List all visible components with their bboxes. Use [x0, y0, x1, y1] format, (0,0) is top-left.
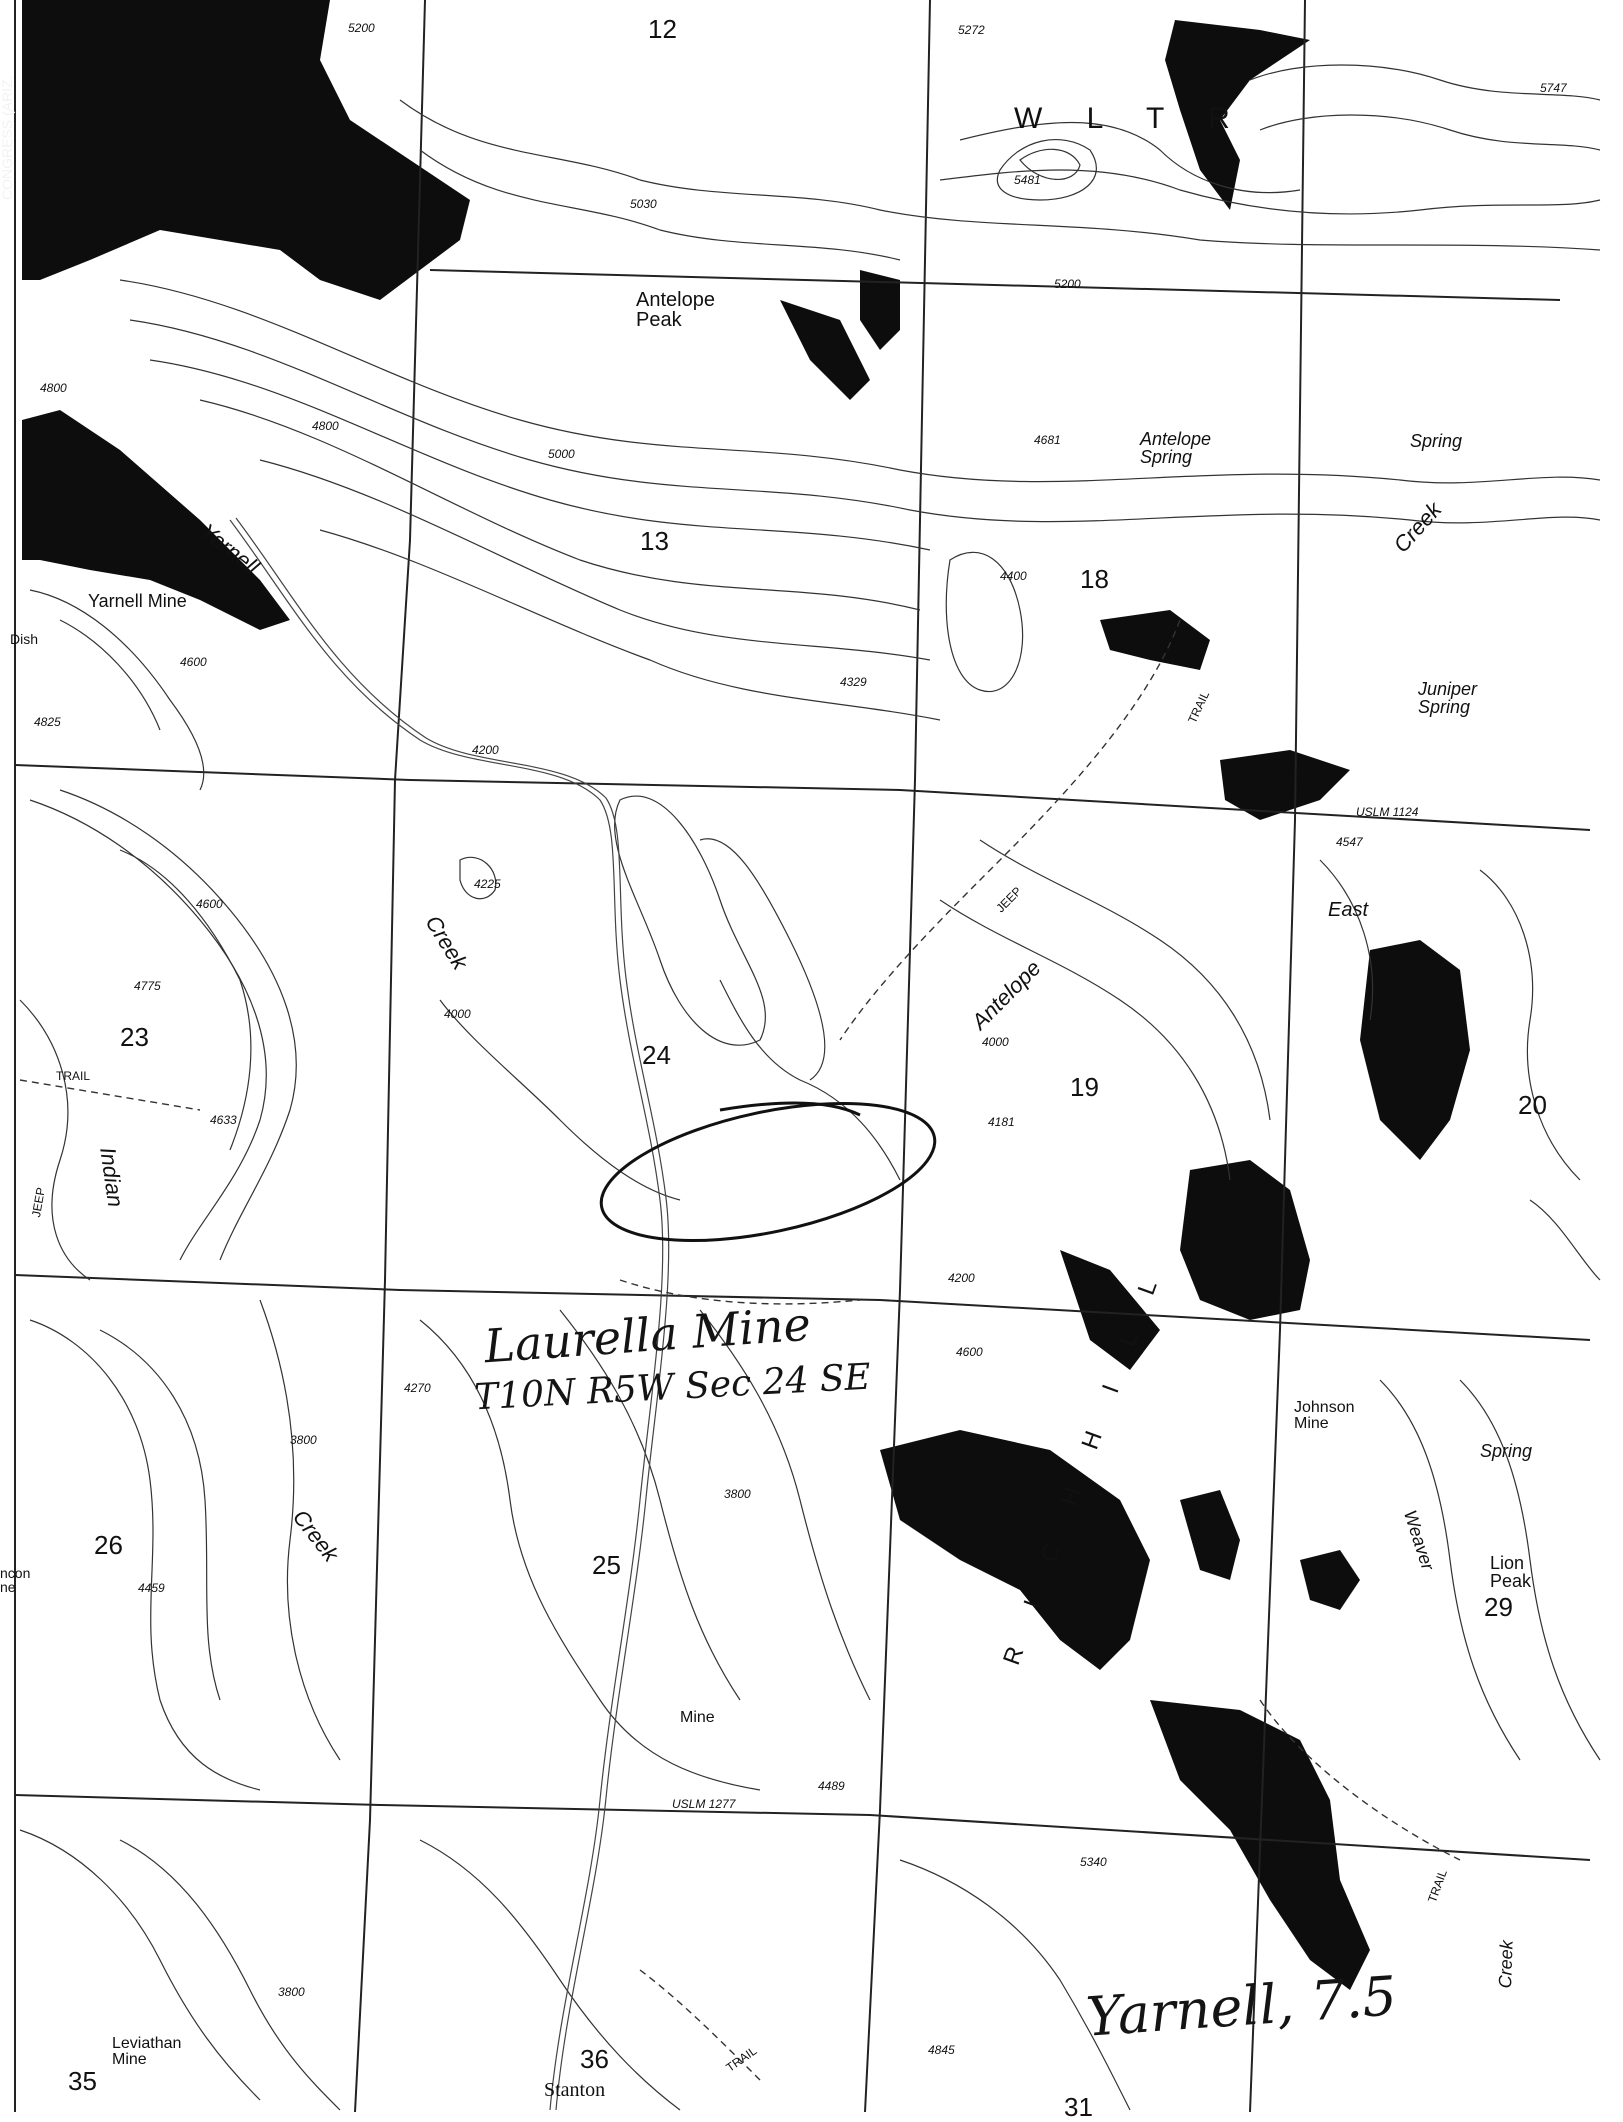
trail-lines [19, 619, 1461, 2081]
contour-lines [19, 64, 1601, 2111]
elevation-label: 4681 [1034, 433, 1061, 447]
section-number: 24 [642, 1040, 671, 1070]
elevation-label: 4489 [818, 1779, 845, 1793]
creek-label: Creek [1495, 1939, 1517, 1989]
elevation-label: 4400 [1000, 569, 1027, 583]
elevation-label: USLM 1124 [1356, 805, 1419, 819]
section-number: 26 [94, 1530, 123, 1560]
elevation-label: 5200 [1054, 277, 1081, 291]
elevation-label: 4547 [1336, 835, 1363, 849]
place-spring: Spring [1410, 431, 1463, 451]
place-johnson-mine: Johnson Mine [1294, 1399, 1355, 1432]
place-mine: Mine [680, 1709, 715, 1726]
elevation-label: 4225 [474, 877, 501, 891]
elevation-label: 3800 [290, 1433, 317, 1447]
place-rincon: ncon ne [0, 1565, 31, 1595]
place-spring: Spring [1480, 1441, 1533, 1461]
section-number: 23 [120, 1022, 149, 1052]
elevation-label: 4845 [928, 2043, 955, 2057]
elevation-label: 5481 [1014, 173, 1041, 187]
section-grid [14, 0, 1591, 2112]
elevation-label: 3800 [724, 1487, 751, 1501]
elevation-label: 4270 [404, 1381, 431, 1395]
elevation-label: 5000 [548, 447, 575, 461]
elevation-label: 4329 [840, 675, 867, 689]
trail-label: TRAIL [56, 1069, 91, 1083]
section-number: 36 [580, 2044, 609, 2074]
elevation-label: 4000 [444, 1007, 471, 1021]
elevation-label: 4000 [982, 1035, 1009, 1049]
section-number: 13 [640, 526, 669, 556]
section-number: 19 [1070, 1072, 1099, 1102]
section-number: 29 [1484, 1592, 1513, 1622]
place-lion-peak: Lion Peak [1490, 1553, 1532, 1591]
place-stanton: Stanton [544, 2079, 606, 2101]
elevation-label: 4600 [196, 897, 223, 911]
elevation-label: 4825 [34, 715, 61, 729]
section-number: 20 [1518, 1090, 1547, 1120]
elevation-label: 4800 [40, 381, 67, 395]
elevation-label: 4633 [210, 1113, 237, 1127]
margin-note: CONGRESS (ARIZ. [0, 75, 15, 200]
section-number: 18 [1080, 564, 1109, 594]
elevation-label: 3800 [278, 1985, 305, 1999]
place-dish: Dish [10, 631, 39, 647]
elevation-label: 4200 [948, 1271, 975, 1285]
place-antelope-peak: Antelope Peak [636, 289, 715, 331]
place-juniper-spring: Juniper Spring [1418, 679, 1478, 717]
elevation-label: USLM 1277 [672, 1797, 736, 1811]
elevation-label: 5272 [958, 23, 985, 37]
elevation-label: 4600 [180, 655, 207, 669]
elevation-label: 4775 [134, 979, 161, 993]
elevation-label: 4459 [138, 1581, 165, 1595]
section-number: 25 [592, 1550, 621, 1580]
mine-ellipse [599, 1101, 937, 1243]
section-number: 12 [648, 14, 677, 44]
elevation-label: 5200 [348, 21, 375, 35]
place-east: East [1328, 899, 1369, 921]
place-yarnell-mine: Yarnell Mine [88, 591, 187, 611]
shaded-terrain [22, 0, 1470, 1990]
elevation-label: 4800 [312, 419, 339, 433]
elevation-label: 5747 [1540, 81, 1567, 95]
creek-lines [229, 517, 670, 2111]
elevation-label: 4200 [472, 743, 499, 757]
elevation-label: 5340 [1080, 1855, 1107, 1869]
elevation-label: 5030 [630, 197, 657, 211]
place-antelope-spring: Antelope Spring [1140, 429, 1212, 467]
section-number: 31 [1064, 2092, 1093, 2122]
quad-title-letters: W L T R [1014, 102, 1248, 135]
place-leviathan-mine: Leviathan Mine [112, 2035, 182, 2068]
elevation-label: 4181 [988, 1115, 1015, 1129]
section-number: 35 [68, 2066, 97, 2096]
elevation-label: 4600 [956, 1345, 983, 1359]
